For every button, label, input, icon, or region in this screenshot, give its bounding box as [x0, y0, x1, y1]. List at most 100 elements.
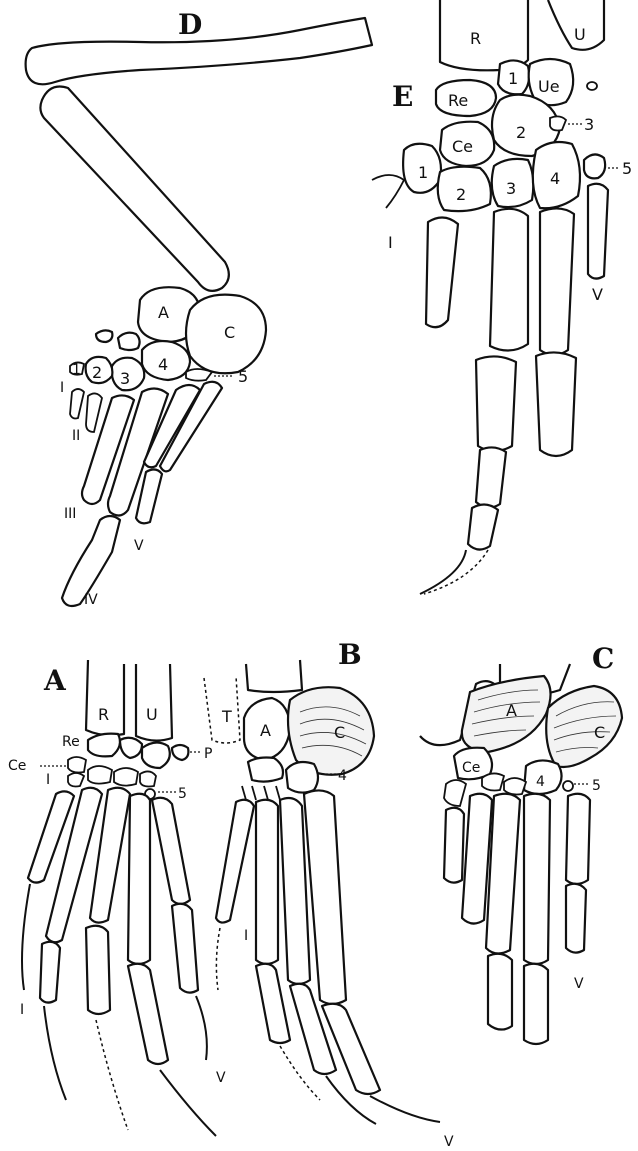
tarsal-b-row: [242, 786, 280, 800]
claw-b-iv: [370, 1096, 440, 1122]
tarsal-b-4: [286, 762, 318, 793]
label-e-1-top: 1: [508, 69, 518, 88]
label-a-R: R: [98, 705, 109, 724]
carpal-a-2: [88, 766, 112, 784]
label-e-3b: 3: [506, 179, 516, 198]
claw-e: [420, 550, 466, 594]
claw-a-iii-dashed: [96, 1020, 128, 1130]
phalanx-e-iii-2: [476, 447, 506, 507]
tarsal-c-small-c: [444, 780, 466, 806]
phalanx-e-iv-1: [536, 352, 576, 456]
label-d-5: 5: [238, 367, 248, 386]
panel-b: B T A C 4 I V: [204, 638, 454, 1150]
metatarsal-b-i: [216, 800, 254, 923]
label-e-U: U: [574, 25, 586, 44]
label-e-Re: Re: [448, 91, 468, 110]
label-d-III: III: [64, 506, 76, 522]
claw-a-v: [196, 996, 207, 1060]
label-e-V: V: [592, 285, 603, 304]
metatarsal-c-iv: [524, 794, 550, 964]
label-b-I: I: [244, 928, 248, 944]
carpal-small-b: [96, 330, 112, 342]
label-a-V: V: [216, 1070, 226, 1086]
radius-a: [86, 660, 124, 735]
carpal-a-re: [88, 734, 120, 757]
panel-c: C A C Ce 4 5 V: [420, 642, 622, 1044]
label-b-C: C: [334, 723, 345, 742]
claw-a-i: [22, 884, 30, 990]
label-e-5: 5: [622, 159, 632, 178]
phalanx-a-iv: [128, 964, 168, 1064]
label-c-C: C: [594, 723, 605, 742]
forearm-bone: [40, 87, 228, 291]
tarsal-c-small-b: [504, 778, 526, 795]
label-c-A: A: [506, 701, 517, 720]
carpal-small-a: [118, 333, 140, 350]
pisiform-e: [587, 82, 597, 90]
label-b-A: A: [260, 721, 271, 740]
label-d-c: C: [224, 323, 235, 342]
label-d-3: 3: [120, 369, 130, 388]
label-d-1: 1: [72, 362, 81, 378]
label-e-2: 2: [456, 185, 466, 204]
tarsal-c-5: [563, 781, 573, 791]
tarsal-b-small: [248, 758, 283, 782]
label-e-R: R: [470, 29, 481, 48]
label-b-T: T: [221, 707, 232, 726]
panel-b-letter: B: [338, 638, 362, 671]
label-a-Re: Re: [62, 734, 80, 750]
metacarpal-a-v: [152, 798, 190, 904]
fibula-b: [246, 660, 302, 692]
ulna-a: [136, 664, 172, 741]
panel-d: D A C 4 3 2 1 5 I II III IV V: [26, 8, 372, 608]
label-e-I: I: [388, 233, 393, 252]
label-d-2: 2: [92, 363, 102, 382]
panel-e: E R U Re 1 Ue 2 3 Ce 1 2 3 4 5 I: [372, 0, 632, 594]
label-e-Ue: Ue: [538, 77, 560, 96]
claw-a-ii: [44, 1006, 66, 1100]
metacarpal-e-iii: [490, 209, 528, 351]
metatarsal-c-v: [566, 794, 590, 884]
phalanx-c-iv: [524, 964, 548, 1044]
carpal-a-ul: [142, 742, 170, 768]
label-e-4: 4: [550, 169, 560, 188]
label-a-U: U: [146, 705, 158, 724]
digit-e-i-outline: [372, 175, 404, 208]
metatarsal-c-i: [444, 808, 464, 883]
carpal-a-3: [114, 768, 138, 786]
label-a-5: 5: [178, 786, 187, 802]
label-d-IV: IV: [84, 592, 98, 608]
carpal-a-ce: [68, 757, 86, 773]
label-d-4: 4: [158, 355, 168, 374]
metacarpal-a-iv: [128, 794, 150, 964]
label-d-II: II: [72, 428, 80, 444]
carpal-e-3: [550, 116, 566, 130]
panel-a-letter: A: [43, 664, 67, 697]
phalanx-a-v: [172, 904, 198, 993]
pisiform-a: [172, 745, 188, 760]
label-d-a: A: [158, 303, 169, 322]
claw-a-iv: [160, 1070, 216, 1136]
label-c-Ce: Ce: [462, 760, 480, 776]
panel-a: A R U Re P Ce I 5 I: [8, 660, 226, 1136]
label-e-1: 1: [418, 163, 428, 182]
metacarpal-e-v: [588, 184, 608, 279]
label-e-2-top: 2: [516, 123, 526, 142]
phalanx-c-v: [566, 884, 586, 953]
panel-e-letter: E: [392, 80, 413, 113]
label-e-Ce: Ce: [452, 137, 473, 156]
label-b-V: V: [444, 1134, 454, 1150]
phalanx-a-iii: [86, 926, 110, 1014]
metatarsal-b-ii: [256, 800, 278, 964]
label-d-V: V: [134, 538, 144, 554]
label-a-Ce: Ce: [8, 758, 26, 774]
carpal-a-int: [120, 738, 142, 758]
carpal-a-4: [140, 771, 156, 786]
metacarpal-e-i: [426, 217, 458, 327]
phalanx-a-ii: [40, 942, 60, 1003]
label-c-4: 4: [536, 774, 545, 790]
label-d-I: I: [60, 380, 64, 396]
panel-c-letter: C: [592, 642, 614, 675]
